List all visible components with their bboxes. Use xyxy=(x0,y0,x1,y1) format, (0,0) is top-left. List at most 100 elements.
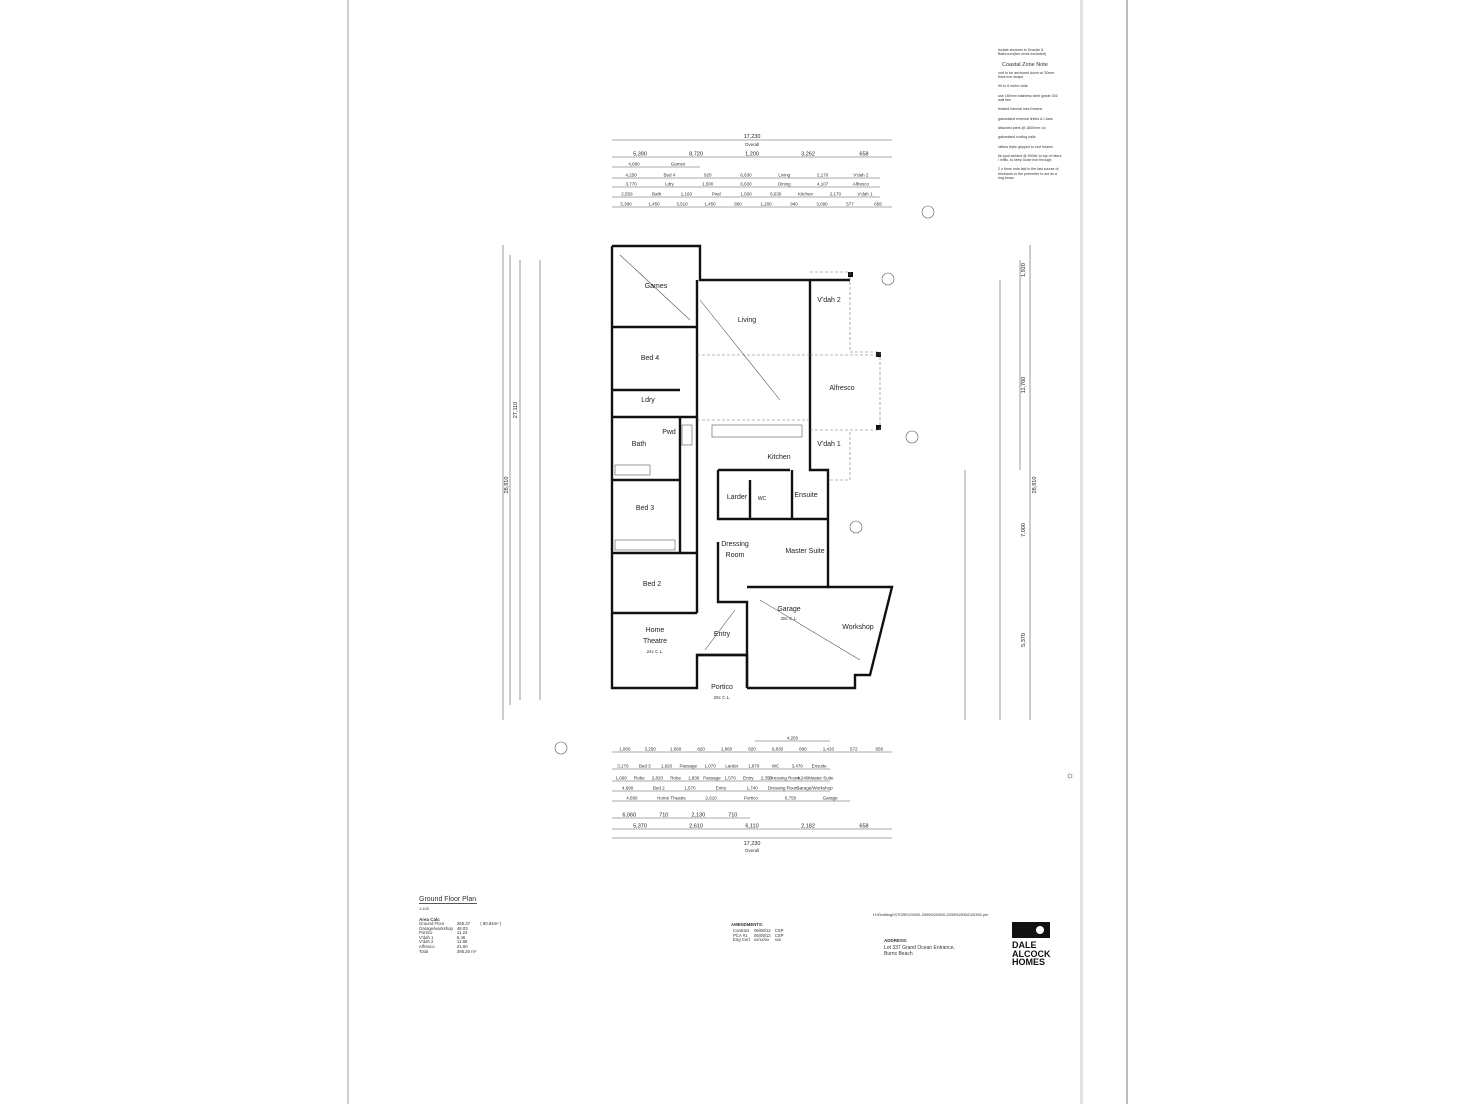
brand-line2: ALCOCK xyxy=(1012,948,1051,959)
dimension-label: 2,610 xyxy=(689,824,703,830)
dimension-label: Entry xyxy=(743,776,754,781)
dimension-label: 17,230 xyxy=(744,134,761,140)
room-vdah1: V'dah 1 xyxy=(817,441,841,448)
area-value: 48.03 xyxy=(456,925,468,931)
dimension-label: 1,500 xyxy=(740,192,752,197)
dimension-label: 1,060 xyxy=(619,747,631,752)
brand-line3: HOMES xyxy=(1012,957,1046,967)
dimension-label: 3,090 xyxy=(816,202,828,207)
room-living: Living xyxy=(738,317,756,324)
amendment-by: CSP xyxy=(774,928,784,933)
area-value: 11.24 xyxy=(456,930,468,936)
dimension-label: Master Suite xyxy=(808,776,834,781)
dimension-label: 6,750 xyxy=(785,796,797,801)
room-ldry: Ldry xyxy=(641,397,655,404)
dimension-label: Alfresco xyxy=(853,182,870,187)
dimension-label: 2,182 xyxy=(801,824,815,830)
area-label: V'dah 1 xyxy=(419,934,434,940)
note-item: rafters triple gripped to roof beams xyxy=(998,144,1053,149)
dimension-label: 8,720 xyxy=(689,152,703,158)
dimension-label: 890 xyxy=(799,747,807,752)
coastal-notes: Isolate showers to Ensuite & Bathroom(fa… xyxy=(998,48,1062,185)
dimension-label: Overall xyxy=(745,142,759,147)
dimension-label: Passage xyxy=(680,764,698,769)
area-value: 11.86 xyxy=(456,939,468,945)
note-item: galvanised external lintels & I-bars xyxy=(998,116,1053,121)
dimension-label: Entry xyxy=(716,786,727,791)
room-alfresco: Alfresco xyxy=(829,385,854,392)
dimension-label: Bed 2 xyxy=(653,786,665,791)
amendment-label: PCA #1 xyxy=(733,932,748,938)
right-sub2-dim: 7,000 xyxy=(1021,523,1027,537)
amendment-date: xx/xx/xx xyxy=(753,937,770,943)
dimension-label: Games xyxy=(671,162,686,167)
dimension-label: 658 xyxy=(859,824,868,830)
right-sub3-dim: 5,370 xyxy=(1021,633,1027,647)
dimension-label: 4,690 xyxy=(626,796,638,801)
amendment-by: xxx xyxy=(774,937,782,943)
dimension-label: 1,920 xyxy=(661,764,673,769)
dimension-label: WC xyxy=(772,764,780,769)
dimension-label: Overall xyxy=(745,848,759,853)
dimension-label: Bath xyxy=(652,192,662,197)
dimension-label: Pwd xyxy=(712,192,721,197)
portico-ceiling: 28c C.L. xyxy=(714,695,731,700)
room-bed2: Bed 2 xyxy=(643,581,661,588)
dimension-label: 5,390 xyxy=(633,152,647,158)
dimension-label: Kitchen xyxy=(798,192,814,197)
amendment-label: Contract xyxy=(733,928,750,933)
left-overall-dim: 28,910 xyxy=(504,477,510,494)
dimension-label: 1,570 xyxy=(684,786,696,791)
amendment-label: Eng Cert xyxy=(733,937,750,943)
room-dressing-line2: Room xyxy=(726,552,745,559)
area-value: 265.37 xyxy=(456,921,471,926)
dimension-label: 1,830 xyxy=(688,776,700,781)
brand-line1: DALE xyxy=(1012,940,1037,950)
dimension-label: 2,820 xyxy=(652,776,664,781)
dimension-label: 940 xyxy=(790,202,798,207)
room-garage: Garage xyxy=(777,606,800,613)
note-item: roof to be anchored down w/ 30mm thick i… xyxy=(998,70,1055,80)
file-path: H:\Drafting\\STORE\25000-25999\25300-253… xyxy=(873,912,989,917)
dimension-label: 710 xyxy=(659,813,668,819)
dimension-label: Dressing Room xyxy=(768,786,799,791)
dimension-label: 4,690 xyxy=(622,786,634,791)
dimension-label: 3,250 xyxy=(645,747,657,752)
dimension-label: 3,770 xyxy=(626,182,638,187)
dimension-label: Dining xyxy=(778,182,791,187)
dimension-label: 2,610 xyxy=(706,796,718,801)
address-line1: Lot 337 Grand Ocean Entrance, xyxy=(884,944,955,951)
dimension-label: 658 xyxy=(859,152,868,158)
room-portico: Portico xyxy=(711,684,733,691)
note-item: galvanised roofing nails xyxy=(998,135,1036,140)
room-ensuite: Ensuite xyxy=(794,492,817,499)
room-vdah2: V'dah 2 xyxy=(817,297,841,304)
room-larder: Larder xyxy=(727,494,748,501)
dimension-label: 1,200 xyxy=(760,202,772,207)
dimension-label: 6,110 xyxy=(745,824,758,830)
dimension-label: 4,250 xyxy=(787,736,799,741)
dimension-label: 3,470 xyxy=(792,764,804,769)
dale-alcock-logo: DALE ALCOCK HOMES xyxy=(1012,922,1054,967)
dimension-label: 1,070 xyxy=(704,764,716,769)
area-value: 395.20 m² xyxy=(456,948,477,954)
dimension-label: 4,250 xyxy=(626,173,638,178)
address-line2: Burns Beach xyxy=(884,951,913,957)
room-workshop: Workshop xyxy=(842,624,873,631)
area-label: Alfresco xyxy=(419,943,435,949)
dimension-label: 800 xyxy=(734,202,742,207)
dimension-label: 1,450 xyxy=(704,202,716,207)
area-label: Ground Floor xyxy=(419,921,445,926)
dimension-label: Garage xyxy=(823,796,839,801)
note-item: treated internal steel beams xyxy=(998,107,1043,112)
area-label: Total xyxy=(419,948,429,954)
paper-edge xyxy=(1080,0,1083,1104)
dimension-label: 1,570 xyxy=(724,776,736,781)
